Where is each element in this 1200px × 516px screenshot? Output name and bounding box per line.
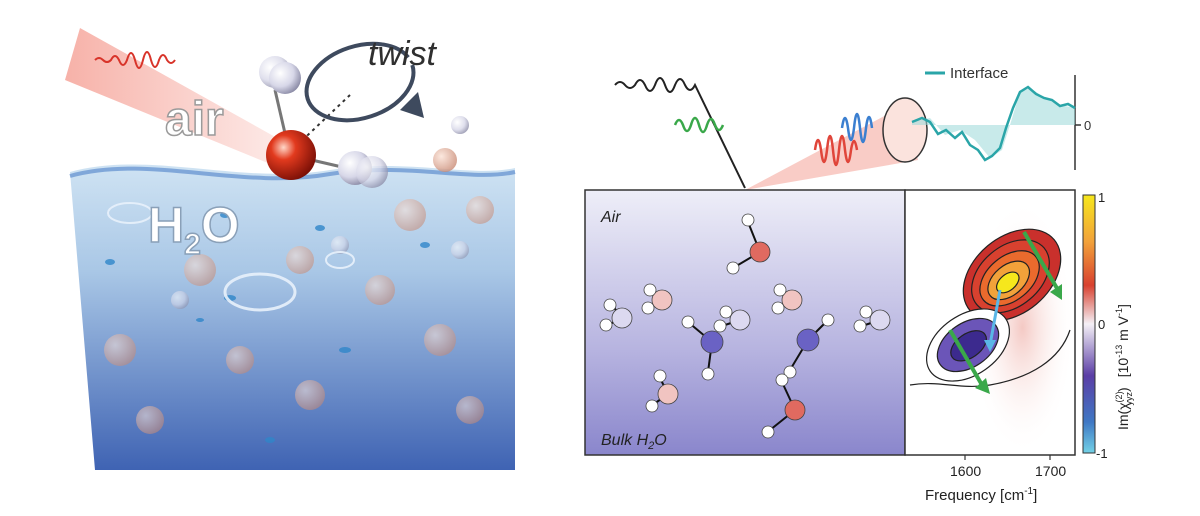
map-blue-arrowhead [984,340,996,352]
water-label: H2O [148,197,240,261]
water-molecule-at-surface [259,56,469,188]
left-illustration: twist air H2O [65,28,516,470]
bubble [325,251,355,269]
map-green-arrow-bottom [948,328,984,387]
box-air-label: Air [600,209,621,226]
colorbar-units-close: ] [1115,304,1131,308]
spectrum-zero-tick: 0 [1084,118,1091,133]
colorbar-label-main: Im(χ [1115,402,1131,430]
colorbar-units-sup2: -1 [1114,308,1124,316]
positive-peak [962,228,1062,322]
laser-pulse-wave [94,51,176,69]
colorbar-label-sup: (2) [1114,391,1124,402]
reflected-beam-blue [840,112,874,144]
colorbar-label: Im(χ(2)yyz) [10-13 m V-1] [1114,304,1134,430]
air-label: air [165,93,224,146]
x-tick-label-1600: 1600 [950,463,981,479]
spectrum-2d-map: 1600 1700 Frequency [cm-1] 1 0 -1 Im(χ(2… [904,189,1134,504]
x-axis-label-sup: -1 [1024,486,1033,497]
legend-label: Interface [950,65,1008,82]
twist-arrow [304,41,424,123]
water-label-o: O [201,197,240,253]
map-green-arrowhead-top [1050,284,1062,300]
colorbar-units-sup: -13 [1114,345,1124,358]
colorbar [1082,194,1096,454]
colorbar-tick-1: 1 [1098,190,1105,205]
water-body [70,164,515,470]
map-green-arrowhead-bottom [975,378,990,394]
box-bulk-label-sub: 2 [647,440,654,452]
detector-lens [882,97,928,163]
incident-beam-green [673,116,725,134]
water-surface-wave [69,166,516,181]
colorbar-units: [10 [1115,358,1131,378]
incident-beams [614,77,928,190]
water-label-sub: 2 [184,228,201,261]
x-axis-label: Frequency [cm-1] [925,486,1037,504]
spectrum-fill [912,88,1075,158]
incident-beam-black [614,77,746,189]
water-molecules-background [104,196,494,434]
x-axis-label-text: Frequency [cm [925,487,1024,504]
colorbar-units-tail: m V [1115,315,1131,344]
interface-spectrum: 0 Interface [911,65,1091,170]
bulk-water-box: Air Bulk H2O [584,189,906,456]
map-green-arrow-top [1022,230,1060,292]
colorbar-tick-neg1: -1 [1096,446,1108,461]
x-axis-label-close: ] [1033,487,1037,504]
box-bulk-label-text: Bulk H [601,432,649,449]
x-tick-label-1700: 1700 [1035,463,1066,479]
colorbar-tick-0: 0 [1098,317,1105,332]
laser-beam-cone [65,28,295,168]
bubble [107,202,153,224]
water-label-h: H [148,197,184,253]
reflected-beam-red [813,134,859,167]
map-blue-arrow [988,289,1002,346]
twist-label: twist [368,35,438,73]
bubble [223,272,297,312]
spectrum-line [911,85,1076,162]
colorbar-label-sub: yyz [1124,391,1134,405]
box-bulk-label: Bulk H2O [601,432,667,452]
box-atoms [599,213,891,439]
map-outer-contour [909,329,1071,388]
colorbar-label-close: ) [1115,387,1131,392]
box-bulk-label-tail: O [654,432,666,449]
